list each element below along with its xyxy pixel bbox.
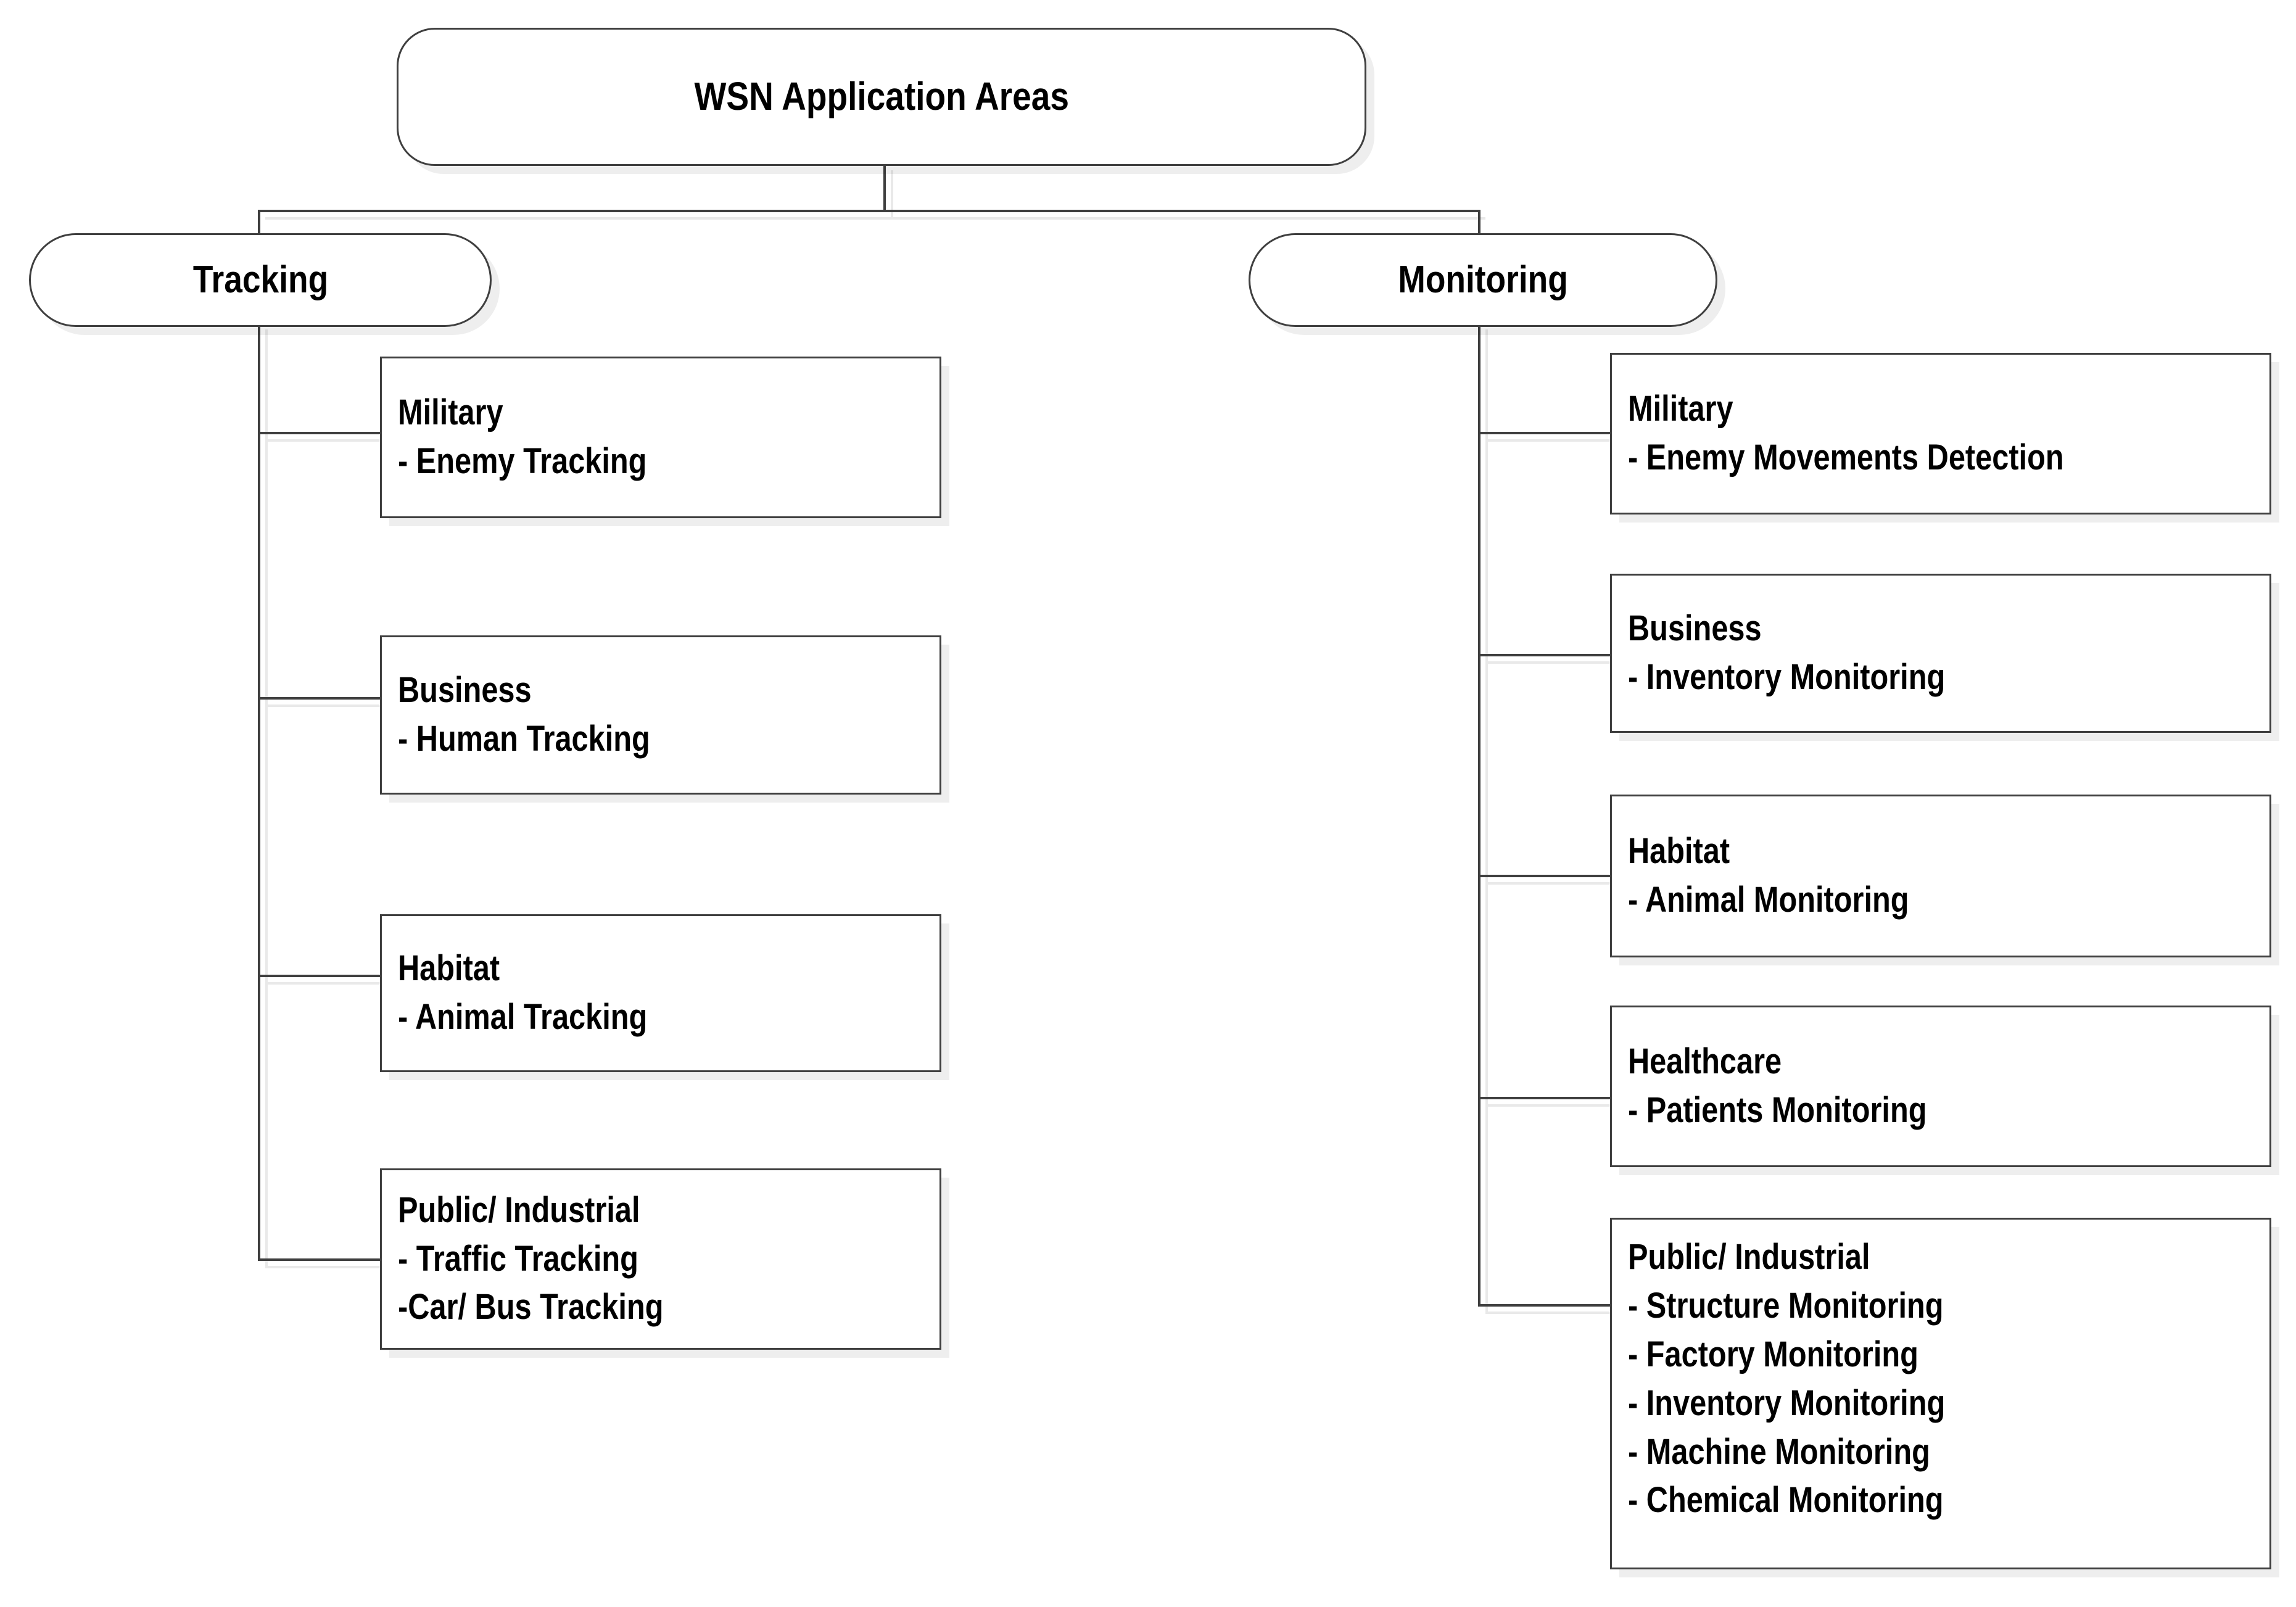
connector-shadow-tracking-b1 <box>265 439 385 442</box>
node-item: - Patients Monitoring <box>1628 1090 1927 1130</box>
node-item: - Factory Monitoring <box>1628 1334 1918 1374</box>
connector-shadow-monitoring-b3 <box>1485 882 1614 885</box>
connector-monitoring-branch-5 <box>1478 1304 1610 1307</box>
node-item: - Enemy Movements Detection <box>1628 437 2064 477</box>
node-branch-monitoring[interactable]: Monitoring <box>1249 233 1717 327</box>
node-tracking-military[interactable]: Military - Enemy Tracking <box>380 357 941 518</box>
node-monitoring-business[interactable]: Business - Inventory Monitoring <box>1610 574 2271 733</box>
connector-monitoring-branch-2 <box>1478 654 1610 656</box>
connector-shadow-monitoring-b5 <box>1485 1312 1614 1314</box>
connector-shadow-monitoring-spine <box>1485 329 1488 1312</box>
branch-tracking-label: Tracking <box>192 258 328 302</box>
connector-monitoring-branch-1 <box>1478 432 1610 434</box>
node-tracking-public-industrial[interactable]: Public/ Industrial - Traffic Tracking -C… <box>380 1168 941 1350</box>
connector-tracking-spine <box>258 322 260 1260</box>
connector-tracking-branch-1 <box>258 432 381 434</box>
connector-shadow-monitoring-b2 <box>1485 661 1614 664</box>
node-heading: Military <box>398 392 503 433</box>
connector-top-bar <box>258 210 1480 212</box>
node-item: - Machine Monitoring <box>1628 1431 1930 1472</box>
connector-shadow-top-bar <box>265 217 1485 220</box>
connector-monitoring-spine <box>1478 322 1480 1305</box>
node-item: - Enemy Tracking <box>398 441 647 481</box>
connector-shadow-tracking-b2 <box>265 704 385 707</box>
connector-root-stem <box>883 165 886 212</box>
node-root[interactable]: WSN Application Areas <box>397 28 1366 166</box>
node-item: - Animal Tracking <box>398 997 648 1037</box>
node-heading: Business <box>398 670 532 711</box>
branch-monitoring-label: Monitoring <box>1398 258 1568 302</box>
node-item: - Animal Monitoring <box>1628 880 1909 920</box>
node-item: - Human Tracking <box>398 719 650 759</box>
connector-drop-monitoring <box>1478 210 1480 236</box>
connector-shadow-monitoring-b4 <box>1485 1104 1614 1107</box>
node-item: - Chemical Monitoring <box>1628 1480 1944 1521</box>
node-monitoring-healthcare[interactable]: Healthcare - Patients Monitoring <box>1610 1006 2271 1167</box>
connector-tracking-branch-4 <box>258 1258 381 1261</box>
connector-shadow-tracking-spine <box>265 329 268 1266</box>
node-heading: Habitat <box>398 948 500 989</box>
node-heading: Public/ Industrial <box>398 1189 640 1230</box>
connector-shadow-monitoring-b1 <box>1485 439 1614 442</box>
node-monitoring-public-industrial[interactable]: Public/ Industrial - Structure Monitorin… <box>1610 1218 2271 1569</box>
node-branch-tracking[interactable]: Tracking <box>29 233 492 327</box>
connector-monitoring-branch-3 <box>1478 875 1610 877</box>
root-label: WSN Application Areas <box>694 74 1069 119</box>
node-heading: Public/ Industrial <box>1628 1237 1870 1277</box>
node-heading: Habitat <box>1628 831 1730 872</box>
node-item: - Inventory Monitoring <box>1628 657 1946 697</box>
node-item: - Inventory Monitoring <box>1628 1382 1946 1423</box>
connector-drop-tracking <box>258 210 260 236</box>
connector-shadow-root-stem <box>891 170 893 217</box>
connector-shadow-tracking-b3 <box>265 982 385 985</box>
node-heading: Military <box>1628 389 1733 429</box>
node-heading: Healthcare <box>1628 1041 1782 1082</box>
connector-tracking-branch-2 <box>258 697 381 700</box>
connector-monitoring-branch-4 <box>1478 1097 1610 1099</box>
connector-shadow-tracking-b4 <box>265 1266 385 1268</box>
node-item: - Structure Monitoring <box>1628 1285 1944 1326</box>
node-monitoring-military[interactable]: Military - Enemy Movements Detection <box>1610 353 2271 514</box>
node-item: - Traffic Tracking <box>398 1238 638 1279</box>
node-monitoring-habitat[interactable]: Habitat - Animal Monitoring <box>1610 795 2271 957</box>
node-tracking-business[interactable]: Business - Human Tracking <box>380 635 941 795</box>
connector-tracking-branch-3 <box>258 975 381 977</box>
node-tracking-habitat[interactable]: Habitat - Animal Tracking <box>380 914 941 1072</box>
node-heading: Business <box>1628 608 1762 649</box>
node-item: -Car/ Bus Tracking <box>398 1287 664 1328</box>
